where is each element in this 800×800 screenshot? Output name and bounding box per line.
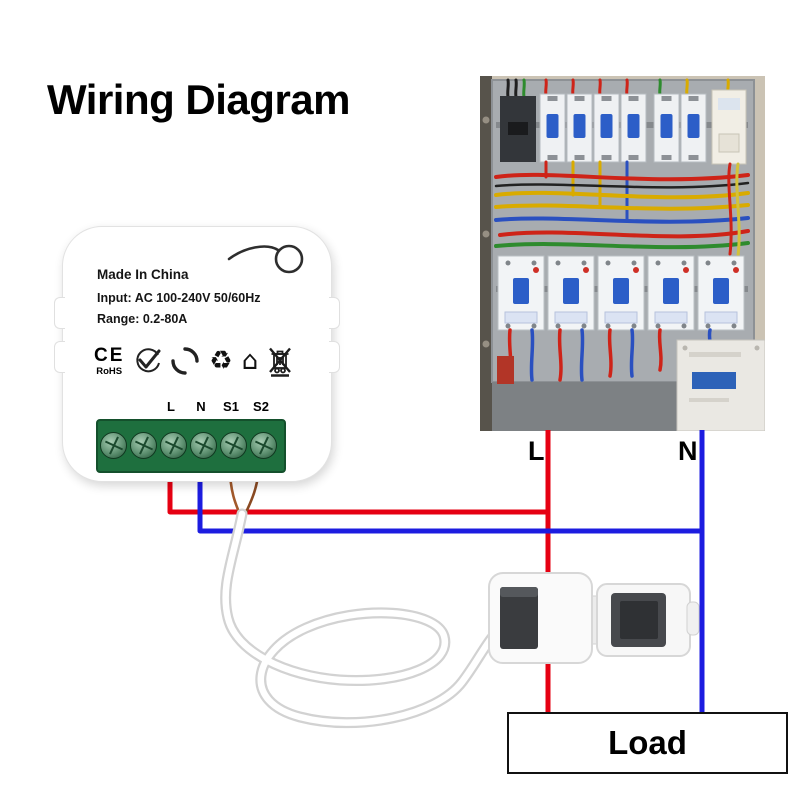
breaker-panel-art: [480, 76, 766, 432]
page-title: Wiring Diagram: [47, 76, 351, 123]
live-wire-branch: [167, 468, 548, 515]
line-label: L: [528, 436, 545, 466]
load-box: Load: [507, 712, 788, 774]
ct-clamp-core: [500, 587, 538, 649]
wire-bundle: [494, 160, 750, 258]
tick-icon: [136, 348, 161, 373]
current-range-text: Range: 0.2-80A: [97, 312, 188, 326]
rohs-text: RoHS: [96, 365, 123, 377]
ce-mark-icon: CE RoHS: [94, 346, 124, 377]
ct-cable-outline: [220, 508, 508, 729]
breaker-row-bottom: [496, 255, 748, 331]
breaker-row-top: [496, 89, 748, 165]
ct-clamp: [488, 572, 700, 664]
input-rating-text: Input: AC 100-240V 50/60Hz: [97, 291, 261, 305]
terminal-screw: [250, 432, 277, 459]
terminal-label-n: N: [196, 399, 206, 414]
certification-icons: CE RoHS ♻ ⌂: [94, 337, 293, 385]
weee-bin-icon: [269, 347, 292, 377]
house-icon: ⌂: [241, 346, 259, 376]
mount-tab: [329, 341, 340, 373]
load-label: Load: [608, 724, 687, 761]
mount-tab: [54, 297, 65, 329]
ce-text: CE: [94, 344, 125, 366]
terminal-label-s1: S1: [223, 399, 239, 414]
mount-tab: [54, 341, 65, 373]
neutral-wire-branch: [197, 468, 702, 534]
recycle-icon: ♻: [209, 346, 233, 376]
smart-switch-device: Made In China Input: AC 100-240V 50/60Hz…: [54, 226, 340, 482]
terminal-screw: [100, 432, 127, 459]
breaker-panel-photo: [480, 76, 766, 432]
made-in-text: Made In China: [97, 267, 189, 282]
ct-cable: [222, 510, 506, 726]
terminal-label-s2: S2: [253, 399, 269, 414]
terminal-block: [96, 419, 286, 473]
mount-tab: [329, 297, 340, 329]
ct-clamp-latch: [686, 601, 700, 636]
lower-wires: [507, 328, 713, 382]
green-dot-icon: [171, 347, 200, 375]
antenna-loop-icon: [227, 244, 304, 274]
terminal-screw: [130, 432, 157, 459]
terminal-screw: [220, 432, 247, 459]
terminal-label-l: L: [167, 399, 175, 414]
terminal-screw: [190, 432, 217, 459]
neutral-label: N: [678, 436, 698, 466]
terminal-screw: [160, 432, 187, 459]
